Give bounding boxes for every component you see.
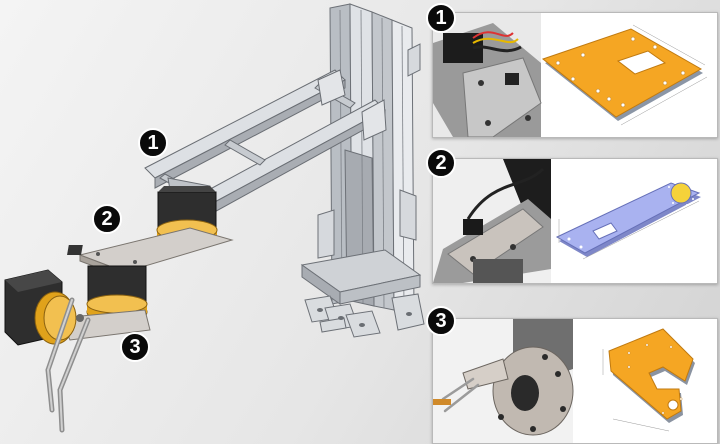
badge-joint-1: 1 [138,128,168,158]
detail-panel-1 [432,12,718,138]
joint-1-plate-drawing [541,24,708,126]
badge-panel-1: 1 [426,3,456,33]
panel-2-graphics [433,159,701,283]
detail-panel-2 [432,158,718,284]
badge-joint-3: 3 [120,332,150,362]
vertical-column [300,3,425,338]
joint-2-photo [433,159,551,283]
badge-panel-2: 2 [426,148,456,178]
joint-3-photo [433,319,574,443]
joint-3-motor-and-gripper [4,269,91,433]
joint-3-plate-drawing [602,328,695,432]
badge-joint-2: 2 [92,204,122,234]
panel-3-graphics [433,319,695,443]
badge-panel-3: 3 [426,306,456,336]
panel-1-graphics [433,13,708,137]
joint-1-photo [433,13,542,137]
detail-panel-3 [432,318,718,444]
joint-2-plate-drawing [555,182,701,260]
